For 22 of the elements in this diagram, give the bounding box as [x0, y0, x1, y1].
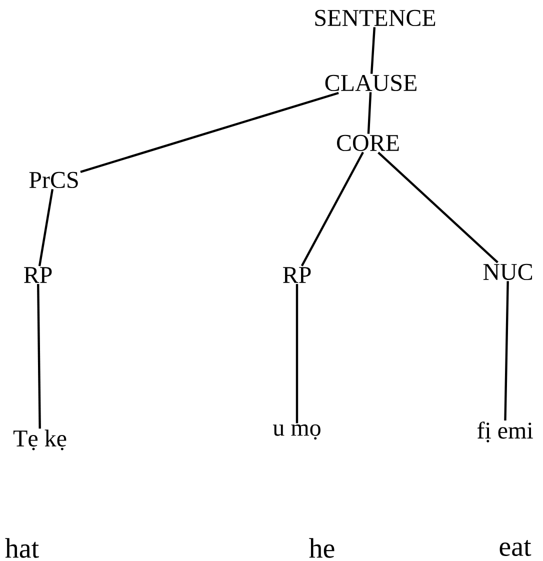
tree-branch — [301, 152, 364, 266]
word: fị emi — [477, 422, 533, 442]
tree-node-label: CLAUSE — [325, 74, 416, 92]
tree-node-label: RP — [24, 267, 52, 283]
word: u mọ — [272, 424, 320, 440]
gloss-word: hat — [5, 538, 39, 558]
tree-branch — [37, 284, 41, 429]
word: Tẹ kẹ — [13, 430, 66, 450]
tree-branch — [504, 281, 509, 420]
tree-branch — [367, 92, 372, 134]
tree-branch — [370, 27, 376, 74]
gloss-word: eat — [500, 540, 532, 556]
tree-branch — [296, 284, 298, 424]
tree-node-label: PrCS — [29, 172, 78, 188]
tree-branch — [378, 152, 498, 263]
tree-node-label: NUC — [483, 264, 532, 280]
gloss-word: he — [309, 538, 334, 558]
tree-node-label: SENTENCE — [315, 10, 436, 26]
tree-node-label: CORE — [337, 134, 399, 152]
tree-branch — [80, 92, 339, 173]
tree-node-label: RP — [283, 267, 311, 283]
tree-branch — [38, 189, 54, 266]
